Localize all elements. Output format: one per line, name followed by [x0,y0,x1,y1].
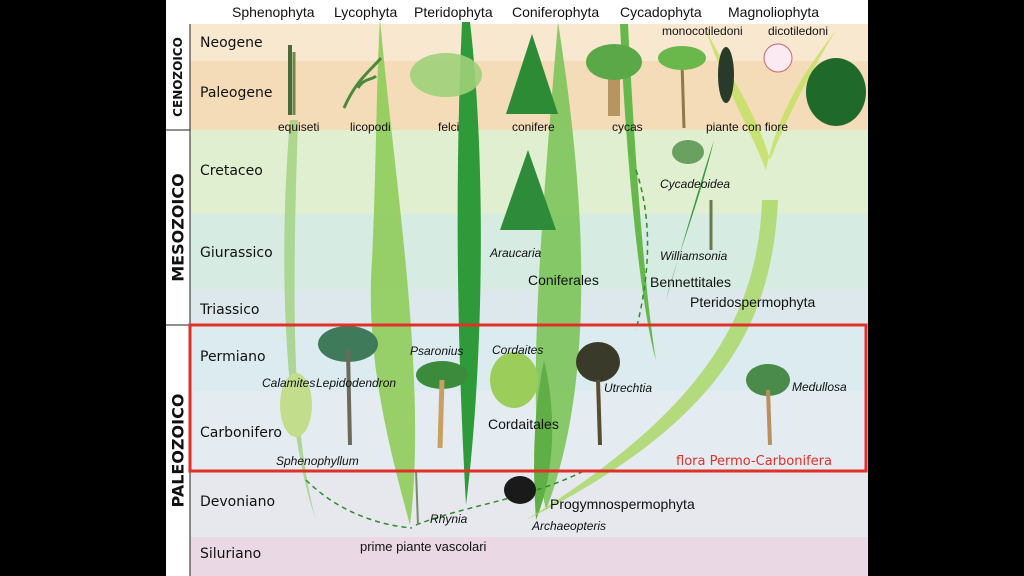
label-coniferales: Coniferales [528,272,599,288]
period-permiano: Permiano [200,349,266,365]
era-column [166,24,190,576]
era-mesozoico: MESOZOICO [168,173,188,282]
label-bennettitales: Bennettitales [650,274,731,290]
plant-lepidodendron [318,326,378,362]
label-cycas: cycas [612,120,643,134]
header-sphenophyta: Sphenophyta [232,4,315,20]
period-cretaceo: Cretaceo [200,163,263,179]
era-paleozoico: PALEOZOICO [168,393,188,508]
lineage-dashed-link [635,169,649,331]
plant-medullosa [746,364,790,396]
header-lycophyta: Lycophyta [334,4,398,20]
plant-lepidodendron-trunk [346,349,352,446]
label-licopodi: licopodi [350,120,391,134]
label-archaeopteris: Archaeopteris [532,519,607,533]
plant-cycas [586,44,642,116]
plant-cordaites [490,352,538,408]
period-siluriano: Siluriano [200,546,262,562]
band-siluriano [190,537,868,576]
label-utrechtia: Utrechtia [604,381,653,395]
label-sphenophyllum: Sphenophyllum [276,454,359,468]
plant-equiseti [288,45,296,115]
plant-archaeopteris [504,476,536,504]
lineage-dashed-devonian [305,479,413,529]
label-conifere: conifere [512,120,555,134]
diagram-frame: Sphenophyta Lycophyta Pteridophyta Conif… [166,0,868,576]
period-carbonifero: Carbonifero [200,425,282,441]
period-giurassico: Giurassico [200,245,273,261]
plant-felci [410,53,482,97]
label-pteridospermophyta: Pteridospermophyta [690,294,816,310]
header-magnoliophyta: Magnoliophyta [728,4,820,20]
plant-psaronius [416,361,468,389]
lineage-bennettitales [666,140,714,300]
plant-dicot-tree [806,58,866,126]
plant-psaronius-trunk [437,379,445,449]
header-cycadophyta: Cycadophyta [620,4,702,20]
label-progymnospermophyta: Progymnospermophyta [550,496,695,512]
label-cordaites: Cordaites [492,343,544,357]
period-neogene: Neogene [200,35,263,51]
plant-cycadeoidea [672,140,704,164]
permo-carbonifera-highlight [188,323,868,473]
label-williamsonia: Williamsonia [660,249,728,263]
label-flora-permo-carbonifera: flora Permo-Carbonifera [676,454,832,469]
lineage-cordaitales [534,360,553,520]
period-devoniano: Devoniano [200,494,276,510]
era-cenozoico: CENOZOICO [171,37,185,117]
plant-monocot-reed [718,47,734,103]
plant-medullosa-trunk [766,389,772,446]
label-medullosa: Medullosa [792,380,847,394]
label-calamites: Calamites [262,376,316,390]
plant-calamites [280,373,312,437]
period-triassico: Triassico [200,302,260,318]
lineage-lycophyta [370,18,416,525]
label-monocotiledoni: monocotiledoni [662,24,743,38]
plant-rhynia [415,469,419,526]
header-pteridophyta: Pteridophyta [414,4,493,20]
label-araucaria: Araucaria [490,246,542,260]
label-felci: felci [438,120,460,134]
label-cycadeoidea: Cycadeoidea [660,177,731,191]
plant-utrechtia-trunk [596,379,602,446]
lineage-pteridospermophyta [526,200,778,520]
plant-monocot-palm [658,46,706,129]
plant-utrechtia [576,342,620,382]
label-psaronius: Psaronius [410,344,464,358]
label-dicotiledoni: dicotiledoni [768,24,829,38]
plant-licopodi [342,57,383,109]
lineage-sphenophyta [284,120,316,520]
label-prime-piante-vascolari: prime piante vascolari [360,539,487,554]
plant-araucaria [500,150,556,230]
label-lepidodendron: Lepidodendron [316,376,397,390]
period-paleogene: Paleogene [200,85,273,101]
label-rhynia: Rhynia [430,512,468,526]
lineage-pteridophyta [457,22,481,505]
lineage-cycadophyta [620,24,656,360]
label-equiseti: equiseti [278,120,320,134]
evolution-chart [166,18,868,576]
plant-dicot-flower [763,43,793,73]
header-coniferophyta: Coniferophyta [512,4,600,20]
label-piante-con-fiore: piante con fiore [706,120,789,134]
label-cordaitales: Cordaitales [488,416,559,432]
plant-conifere [506,34,558,114]
lineage-progymnospermophyta [415,469,587,526]
